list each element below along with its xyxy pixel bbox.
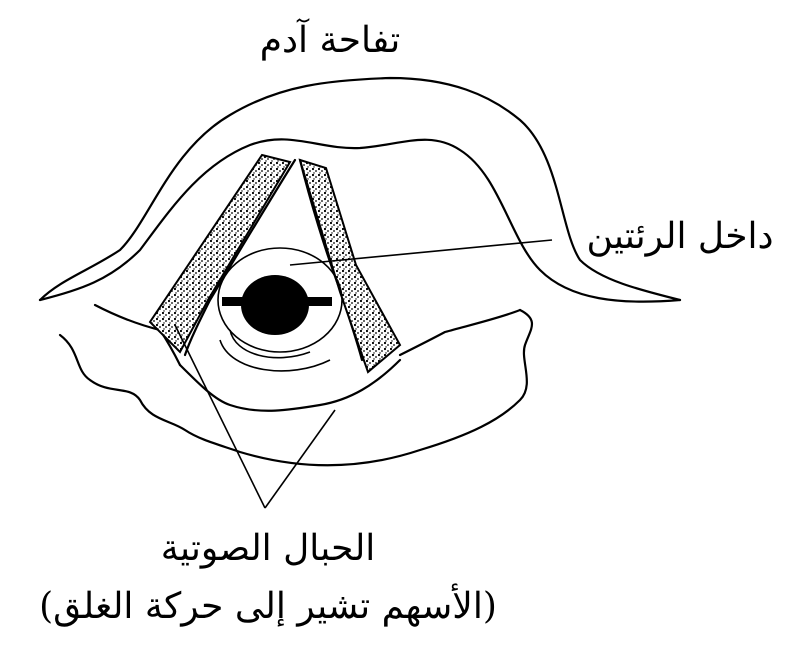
outer-fold bbox=[40, 78, 680, 300]
trachea-bar bbox=[222, 297, 332, 306]
lower-tissue bbox=[60, 310, 532, 465]
vocal-cord-arrow-right bbox=[265, 410, 335, 508]
vocal-cord-right bbox=[300, 160, 400, 372]
label-vocal-cords: الحبال الصوتية bbox=[161, 528, 376, 569]
lower-right-fold bbox=[400, 310, 520, 355]
label-arrows-note: (الأسهم تشير إلى حركة الغلق) bbox=[39, 583, 497, 627]
label-adams-apple: تفاحة آدم bbox=[260, 18, 401, 61]
label-to-lungs: داخل الرئتين bbox=[587, 216, 774, 257]
